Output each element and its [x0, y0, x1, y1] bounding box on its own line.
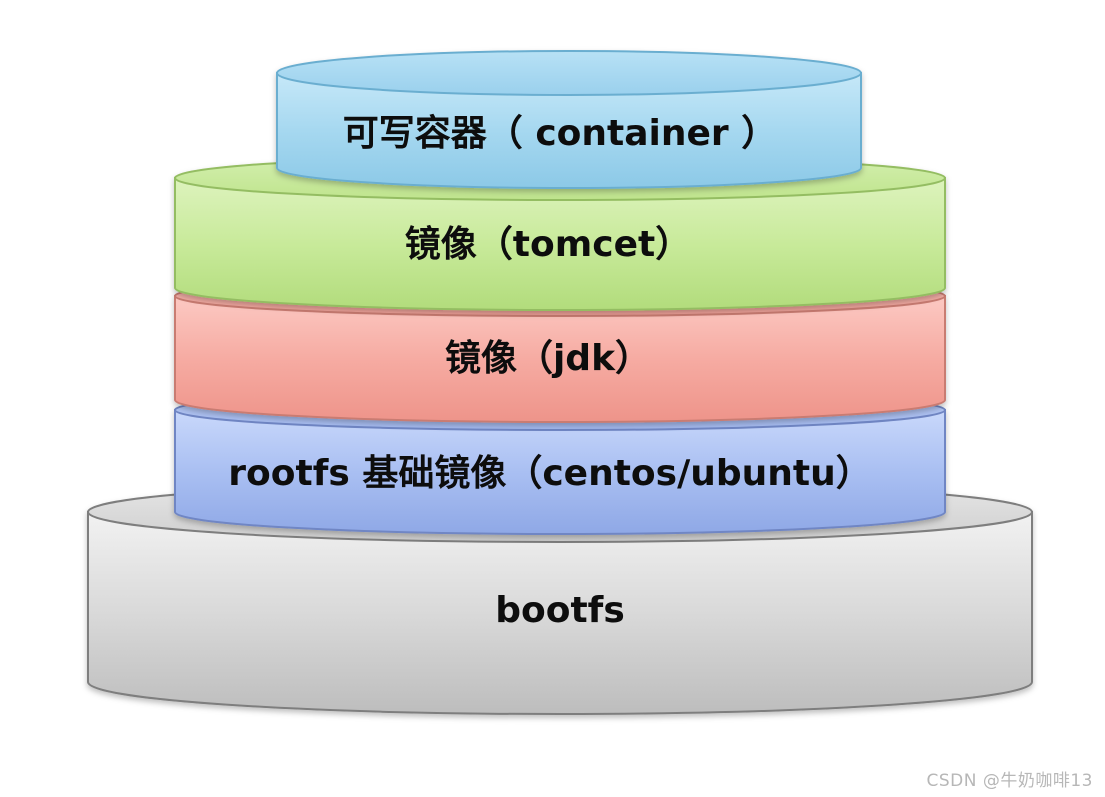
layer-rootfs-body [174, 409, 946, 535]
layer-bootfs-label: bootfs [495, 590, 625, 631]
layer-container: 可写容器（ container ） [276, 50, 862, 189]
layer-jdk-label: 镜像（jdk） [445, 338, 651, 379]
layer-jdk-body [174, 295, 946, 423]
layer-container-top [276, 50, 862, 96]
layer-rootfs-label: rootfs 基础镜像（centos/ubuntu） [228, 453, 871, 494]
layer-tomcat-body [174, 177, 946, 311]
layer-tomcat-label: 镜像（tomcet） [405, 224, 691, 265]
layer-bootfs-body [87, 511, 1033, 715]
layer-container-label: 可写容器（ container ） [343, 113, 777, 154]
layer-container-body [276, 72, 862, 189]
watermark: CSDN @牛奶咖啡13 [926, 771, 1093, 791]
